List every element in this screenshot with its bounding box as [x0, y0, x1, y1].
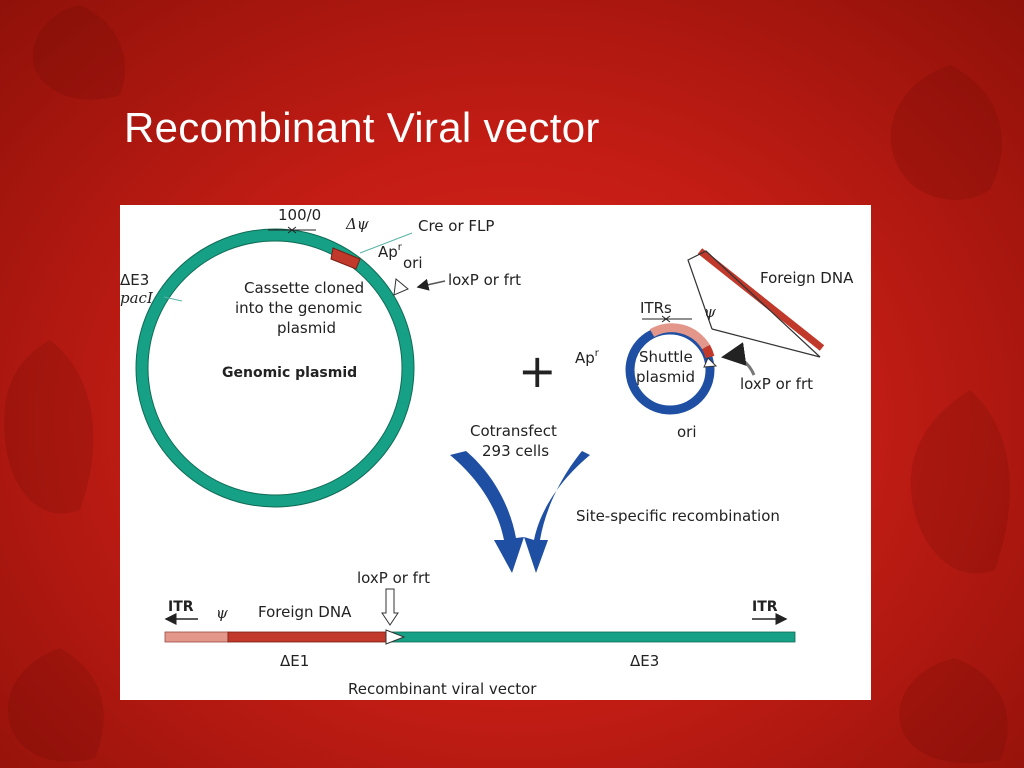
- cassette-label-line-2: into the genomic: [235, 299, 362, 317]
- position-marker-ticks: [287, 226, 297, 234]
- cotransfect-label-line-1: Cotransfect: [470, 422, 557, 440]
- shuttle-foreign-segment: [702, 344, 715, 359]
- genomic-delta-e3-label: ΔE3: [120, 271, 149, 289]
- leaf-decoration-top-left: [32, 5, 126, 100]
- shuttle-psi-label: ψ: [704, 303, 716, 321]
- vector-itr-segment: [164, 631, 229, 643]
- plus-sign: +: [518, 344, 557, 398]
- shuttle-plasmid-label-line-1: Shuttle: [639, 348, 693, 366]
- leaf-decoration-right: [910, 390, 1010, 574]
- shuttle-itr-segment: [649, 323, 710, 350]
- vector-delta-e3-label: ΔE3: [630, 652, 659, 670]
- left-recombination-arrow: [450, 451, 524, 573]
- itr-left-label: ITR: [168, 599, 194, 615]
- pac-i-label: pacI: [120, 289, 154, 307]
- recombination-diagram: 100/0 Δψ Cre or FLP Apr ori loxP or frt …: [120, 205, 871, 700]
- cassette-label-line-3: plasmid: [277, 319, 336, 337]
- cotransfect-label-line-2: 293 cells: [482, 442, 549, 460]
- leaf-decoration-bottom-left: [7, 648, 104, 762]
- itrs-marker-ticks: [661, 315, 671, 323]
- genomic-loxp-label: loxP or frt: [448, 271, 521, 289]
- genomic-loxp-triangle: [393, 278, 409, 296]
- position-100-0-label: 100/0: [278, 206, 321, 224]
- genomic-apr-label: Apr: [378, 242, 403, 261]
- vector-foreign-dna-label: Foreign DNA: [258, 603, 352, 621]
- genomic-ori-label: ori: [403, 254, 423, 272]
- shuttle-ori-label: ori: [677, 423, 697, 441]
- genomic-plasmid-ring-inner-edge: [147, 240, 403, 496]
- genomic-plasmid-ring: [136, 229, 414, 507]
- leaf-decoration-bottom-right: [899, 658, 1008, 764]
- cassette-label-line-1: Cassette cloned: [244, 279, 364, 297]
- vector-foreign-segment: [227, 631, 389, 643]
- shuttle-insert-bracket: [687, 250, 821, 358]
- delta-psi-label: Δψ: [345, 215, 369, 233]
- vector-delta-e1-label: ΔE1: [280, 652, 309, 670]
- genomic-plasmid-label: Genomic plasmid: [222, 365, 357, 381]
- cassette-segment: [330, 247, 361, 270]
- right-recombination-arrow: [524, 451, 590, 573]
- genomic-plasmid-ring-outer-edge: [135, 228, 415, 508]
- shuttle-apr-label: Apr: [575, 348, 600, 367]
- vector-loxp-triangle: [385, 629, 406, 645]
- vector-loxp-down-arrow: [381, 588, 399, 626]
- vector-genomic-segment: [387, 631, 796, 643]
- pac-i-pointer-line: [163, 296, 183, 302]
- vector-caption: Recombinant viral vector: [348, 680, 537, 698]
- shuttle-foreign-dna-bar: [697, 248, 825, 351]
- slide-title: Recombinant Viral vector: [124, 104, 600, 151]
- site-specific-recombination-label: Site-specific recombination: [576, 507, 780, 525]
- shuttle-foreign-dna-label: Foreign DNA: [760, 269, 854, 287]
- shuttle-loxp-pointer: [721, 342, 756, 376]
- diagram-canvas: 100/0 Δψ Cre or FLP Apr ori loxP or frt …: [120, 206, 854, 698]
- vector-loxp-label: loxP or frt: [357, 569, 430, 587]
- shuttle-loxp-label: loxP or frt: [740, 375, 813, 393]
- shuttle-plasmid-label-line-2: plasmid: [636, 368, 695, 386]
- cre-pointer-line: [359, 232, 413, 254]
- itr-right-label: ITR: [752, 599, 778, 615]
- leaf-decoration-top-right: [890, 65, 1002, 200]
- itrs-label: ITRs: [640, 299, 672, 317]
- shuttle-loxp-triangle: [703, 357, 718, 368]
- cre-or-flp-label: Cre or FLP: [418, 217, 494, 235]
- vector-psi-label: ψ: [216, 604, 228, 622]
- genomic-loxp-pointer: [416, 278, 446, 291]
- leaf-decoration-left: [4, 340, 94, 514]
